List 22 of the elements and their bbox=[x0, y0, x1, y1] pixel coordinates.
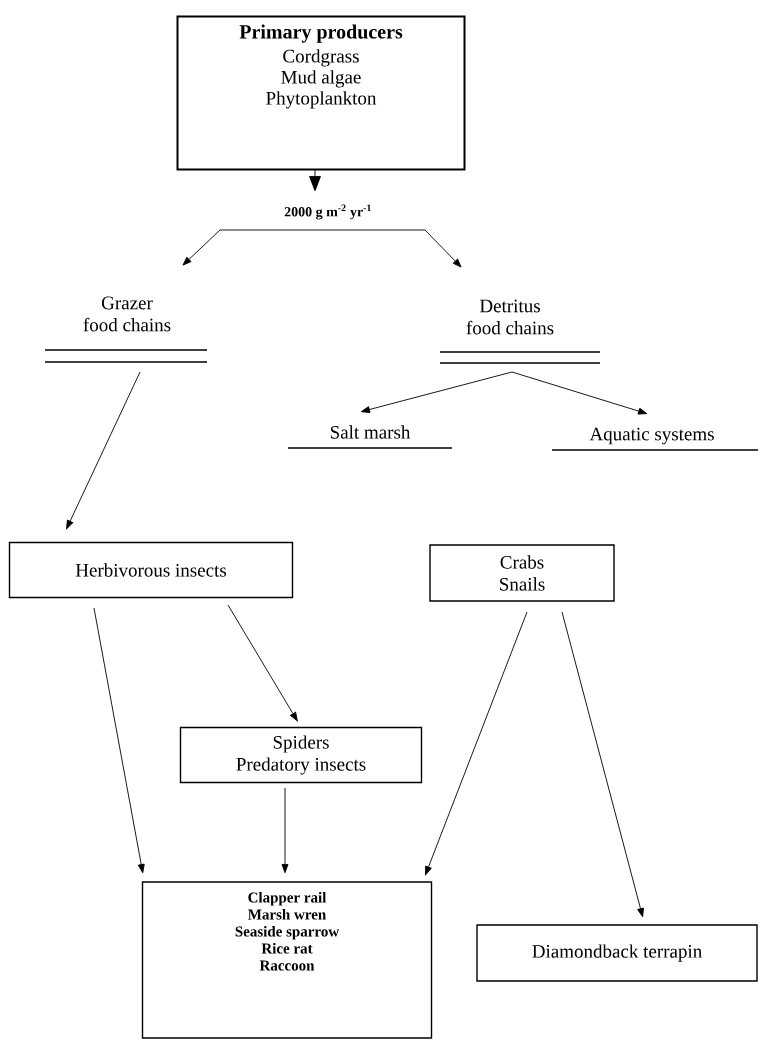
system-heading: Aquatic systems bbox=[551, 427, 759, 451]
consumer-box: Diamondback terrapin bbox=[476, 924, 758, 982]
flow-rate-label: 2000 g m$^{-2}$ yr$^{-1}$ bbox=[284, 204, 371, 220]
consumer-box: Spiders Predatory insects bbox=[179, 726, 423, 784]
consumer-box: Herbivorous insects bbox=[8, 541, 294, 599]
arrow bbox=[182, 229, 329, 266]
arrow bbox=[511, 371, 648, 415]
arrow bbox=[227, 604, 298, 722]
consumer-box: Crabs Snails bbox=[429, 544, 615, 602]
food-chain-heading: Detritus food chains bbox=[439, 299, 601, 364]
arrow bbox=[327, 229, 462, 268]
arrow bbox=[561, 611, 644, 918]
arrow bbox=[66, 371, 141, 530]
arrow bbox=[93, 607, 145, 874]
arrow bbox=[309, 169, 321, 192]
arrow bbox=[360, 371, 513, 413]
arrow bbox=[281, 787, 289, 874]
system-heading: Salt marsh bbox=[287, 425, 453, 449]
food-chain-heading: Grazer food chains bbox=[44, 296, 208, 363]
producer-box: Primary producers Cordgrass Mud algae Phytoplankton bbox=[176, 15, 466, 171]
predator-box: Clapper rail Marsh wren Seaside sparrow Rice rat Raccoon bbox=[141, 881, 433, 1039]
arrow bbox=[425, 611, 528, 876]
